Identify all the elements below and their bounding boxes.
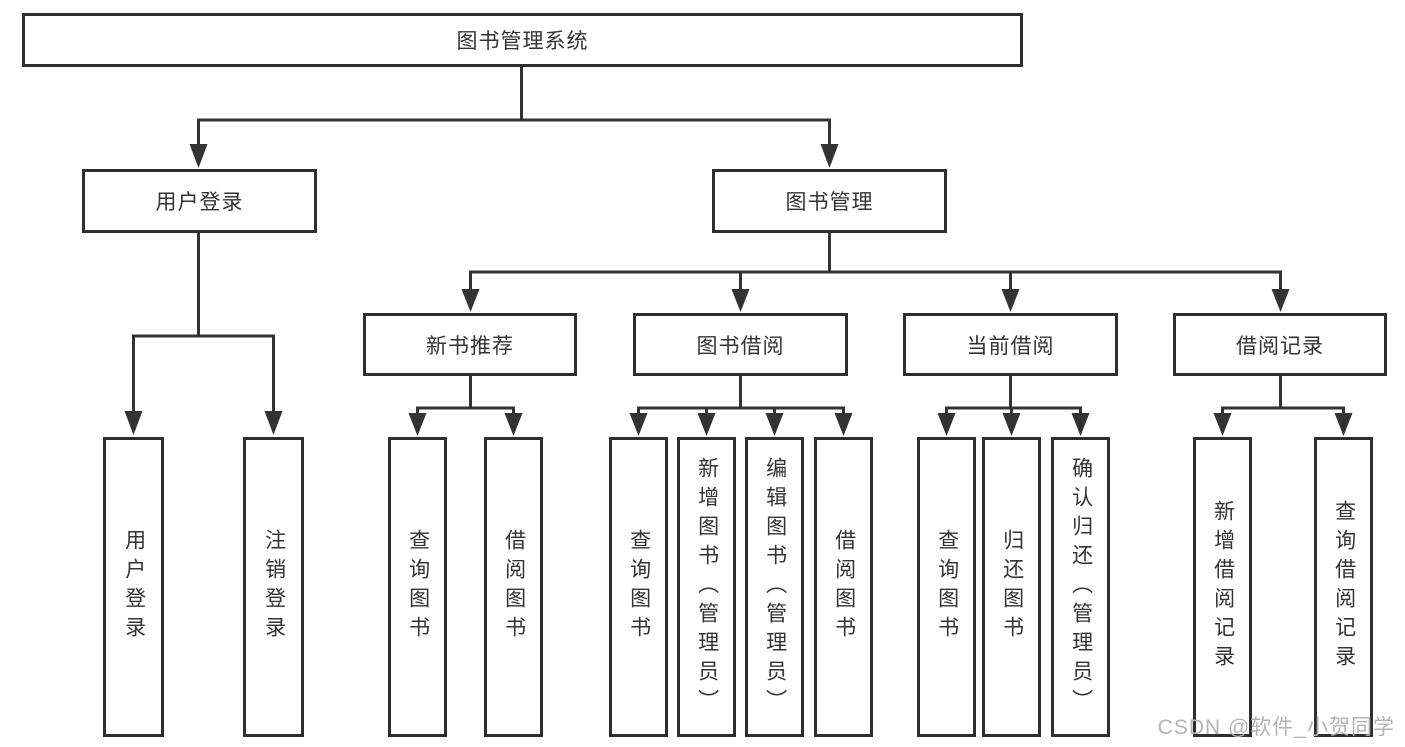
leaf-br-add-record-label: 新增借阅记录 xyxy=(1211,500,1235,674)
node-new-book-recommend-label: 新书推荐 xyxy=(426,334,514,358)
node-root: 图书管理系统 xyxy=(22,13,1023,67)
arrowheads xyxy=(124,144,1353,436)
node-book-management: 图书管理 xyxy=(712,169,947,233)
node-new-book-recommend: 新书推荐 xyxy=(363,313,577,376)
leaf-rec-query-book: 查询图书 xyxy=(388,437,447,737)
node-root-label: 图书管理系统 xyxy=(456,30,589,53)
node-user-login-label: 用户登录 xyxy=(155,191,244,214)
leaf-bb-edit-book-admin: 编辑图书（管理员） xyxy=(745,437,804,737)
leaf-bb-query-book: 查询图书 xyxy=(609,437,668,737)
leaf-rec-borrow-book-label: 借阅图书 xyxy=(502,529,526,645)
leaf-bb-borrow-book: 借阅图书 xyxy=(814,437,873,737)
leaf-logout: 注销登录 xyxy=(243,437,304,737)
node-book-management-label: 图书管理 xyxy=(785,191,874,214)
node-book-borrow-label: 图书借阅 xyxy=(696,334,785,358)
node-borrow-records: 借阅记录 xyxy=(1173,313,1387,376)
leaf-br-query-record: 查询借阅记录 xyxy=(1314,437,1373,737)
leaf-logout-label: 注销登录 xyxy=(262,529,286,645)
node-current-borrow-label: 当前借阅 xyxy=(966,334,1055,358)
leaf-br-add-record: 新增借阅记录 xyxy=(1193,437,1252,737)
leaf-user-login-label: 用户登录 xyxy=(122,529,146,645)
leaf-cb-query-book-label: 查询图书 xyxy=(935,529,959,645)
leaf-br-query-record-label: 查询借阅记录 xyxy=(1332,500,1356,674)
leaf-cb-confirm-return-admin-label: 确认归还（管理员） xyxy=(1069,456,1093,718)
leaf-bb-borrow-book-label: 借阅图书 xyxy=(832,529,856,645)
node-user-login: 用户登录 xyxy=(82,169,317,233)
node-book-borrow: 图书借阅 xyxy=(633,313,848,376)
leaf-user-login: 用户登录 xyxy=(103,437,164,737)
watermark: CSDN @软件_小贺同学 xyxy=(1157,716,1395,739)
leaf-bb-edit-book-admin-label: 编辑图书（管理员） xyxy=(763,456,787,718)
leaf-cb-return-book-label: 归还图书 xyxy=(1000,529,1024,645)
leaf-rec-query-book-label: 查询图书 xyxy=(406,529,430,645)
leaf-cb-confirm-return-admin: 确认归还（管理员） xyxy=(1051,437,1110,737)
leaf-bb-add-book-admin-label: 新增图书（管理员） xyxy=(695,456,719,718)
leaf-cb-return-book: 归还图书 xyxy=(982,437,1041,737)
leaf-rec-borrow-book: 借阅图书 xyxy=(484,437,543,737)
leaf-bb-add-book-admin: 新增图书（管理员） xyxy=(677,437,736,737)
node-current-borrow: 当前借阅 xyxy=(903,313,1118,376)
leaf-bb-query-book-label: 查询图书 xyxy=(627,529,651,645)
leaf-cb-query-book: 查询图书 xyxy=(917,437,976,737)
node-borrow-records-label: 借阅记录 xyxy=(1236,334,1324,358)
